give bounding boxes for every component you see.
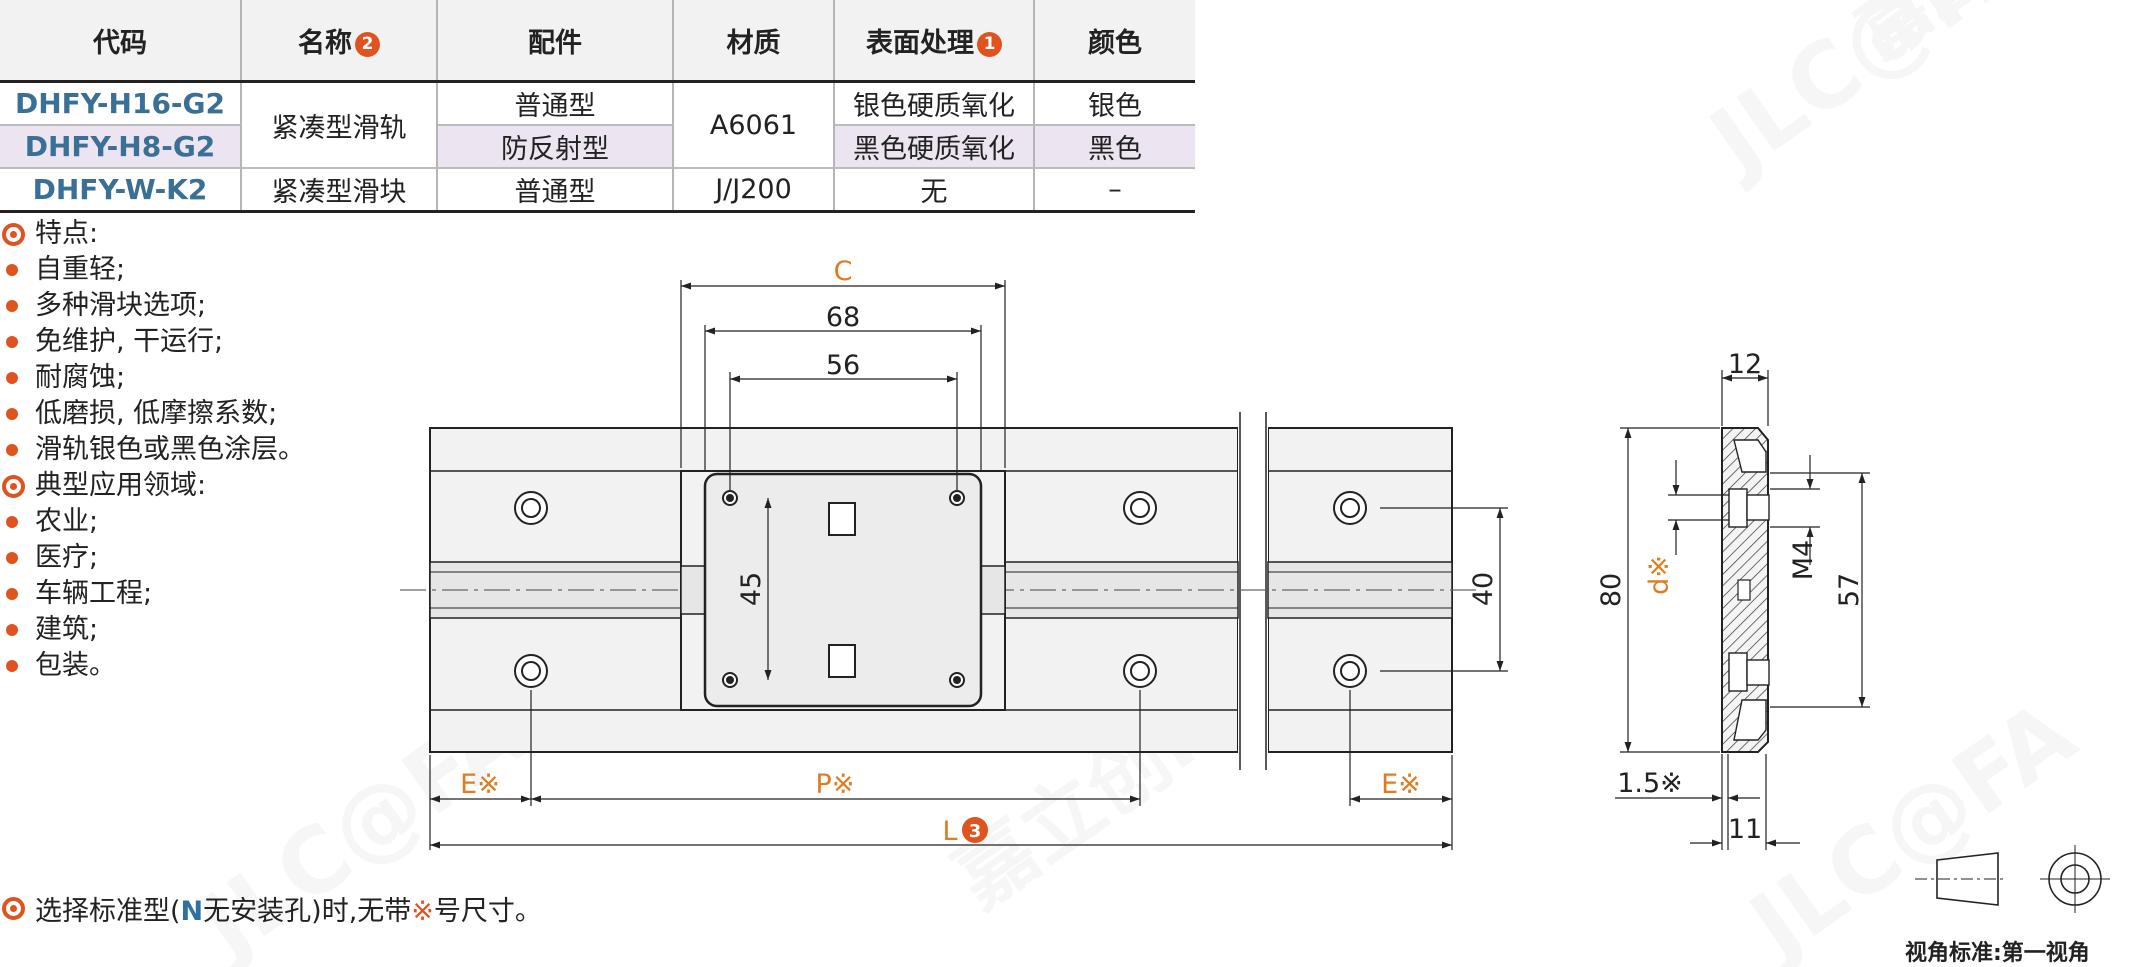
- mounting-hole: [514, 491, 548, 525]
- bullet-icon: [6, 660, 18, 672]
- table-row: DHFY-H8-G2 防反射型 黑色硬质氧化 黑色: [0, 125, 1195, 169]
- cell-color: 银色: [1034, 81, 1195, 126]
- dim-56-label: 56: [826, 350, 860, 381]
- side-57-label: 57: [1834, 573, 1865, 607]
- cell-part: 普通型: [437, 81, 674, 126]
- bullet-icon: [6, 336, 18, 348]
- list-item: 多种滑块选项;: [2, 288, 305, 324]
- header-color: 颜色: [1034, 0, 1195, 83]
- bullet-icon: [6, 588, 18, 600]
- dim-e-left-label: E※: [460, 769, 500, 800]
- slider-slot-icon: [828, 502, 856, 536]
- cell-name: 紧凑型滑块: [241, 168, 438, 213]
- header-material: 材质: [673, 0, 835, 83]
- cell-color: –: [1034, 168, 1195, 213]
- surface-note-badge: 1: [977, 31, 1002, 57]
- mounting-hole: [1123, 654, 1157, 688]
- cell-material: J/J200: [673, 168, 835, 213]
- bullet-icon: [6, 552, 18, 564]
- bullet-icon: [6, 372, 18, 384]
- selection-note: 选择标准型(N无安装孔)时,无带※号尺寸。: [2, 889, 542, 928]
- applications-title: 典型应用领域:: [2, 468, 305, 504]
- side-view-labels: 12 80 d※ M4 57 1.5※ 11: [1596, 349, 1865, 845]
- bullet-icon: [6, 408, 18, 420]
- mounting-hole: [1333, 654, 1367, 688]
- mounting-hole: [1333, 491, 1367, 525]
- features-title: 特点:: [2, 216, 305, 252]
- target-icon: [2, 897, 25, 920]
- cell-material-merged: A6061: [673, 81, 835, 169]
- name-note-badge: 2: [355, 31, 380, 57]
- cell-name-merged: 紧凑型滑轨: [241, 81, 438, 169]
- dim-l-badge-text: 3: [969, 821, 982, 842]
- table-row: DHFY-W-K2 紧凑型滑块 普通型 J/J200 无 –: [0, 168, 1195, 213]
- dim-68-label: 68: [826, 302, 860, 333]
- dim-p-label: P※: [816, 769, 855, 800]
- cell-code: DHFY-W-K2: [0, 168, 242, 213]
- mounting-hole: [514, 654, 548, 688]
- list-item: 车辆工程;: [2, 576, 305, 612]
- slider-plate: [703, 472, 983, 708]
- rail-mounting-holes: [514, 491, 1367, 688]
- side-m4-label: M4: [1788, 540, 1819, 580]
- list-item: 包装。: [2, 648, 305, 684]
- list-item: 农业;: [2, 504, 305, 540]
- dim-45-label: 45: [736, 572, 767, 606]
- cell-code: DHFY-H16-G2: [0, 81, 242, 126]
- dim-c-label: C: [834, 256, 853, 287]
- cell-surface: 银色硬质氧化: [834, 81, 1035, 126]
- list-item: 医疗;: [2, 540, 305, 576]
- rail-side-view: [1721, 427, 1770, 753]
- bullet-icon: [6, 444, 18, 456]
- view-standard-label: 视角标准:第一视角: [1905, 941, 2090, 966]
- dim-l-badge: 3: [962, 817, 988, 843]
- front-view-dimensions: [429, 280, 1508, 850]
- bullet-icon: [6, 264, 18, 276]
- bullet-icon: [6, 624, 18, 636]
- slider-slot-icon: [828, 644, 856, 678]
- note-n-letter: N: [180, 896, 204, 927]
- cell-surface: 黑色硬质氧化: [834, 125, 1035, 169]
- side-11-label: 11: [1728, 814, 1762, 845]
- list-item: 建筑;: [2, 612, 305, 648]
- list-item: 免维护, 干运行;: [2, 324, 305, 360]
- bullet-icon: [6, 516, 18, 528]
- list-item: 耐腐蚀;: [2, 360, 305, 396]
- dim-l-label: L: [942, 816, 957, 847]
- mounting-hole: [1123, 491, 1157, 525]
- side-80-label: 80: [1596, 573, 1627, 607]
- table-row: DHFY-H16-G2 紧凑型滑轨 普通型 A6061 银色硬质氧化 银色: [0, 81, 1195, 169]
- dim-e-right-label: E※: [1381, 769, 1421, 800]
- list-item: 低磨损, 低摩擦系数;: [2, 396, 305, 432]
- header-code: 代码: [0, 0, 242, 83]
- cell-color: 黑色: [1034, 125, 1195, 169]
- bullet-icon: [6, 300, 18, 312]
- note-mark: ※: [411, 896, 434, 927]
- dim-40-label: 40: [1468, 572, 1499, 606]
- list-item: 自重轻;: [2, 252, 305, 288]
- target-icon: [2, 475, 25, 498]
- cell-part: 防反射型: [437, 125, 674, 169]
- feature-list: 特点: 自重轻; 多种滑块选项; 免维护, 干运行; 耐腐蚀; 低磨损, 低摩擦…: [2, 216, 305, 684]
- side-view-dimensions: [1615, 370, 1870, 850]
- side-1-5-label: 1.5※: [1617, 768, 1683, 799]
- cell-surface: 无: [834, 168, 1035, 213]
- target-icon: [2, 223, 25, 246]
- header-part: 配件: [437, 0, 674, 83]
- cell-code: DHFY-H8-G2: [0, 125, 242, 169]
- side-12-label: 12: [1728, 349, 1762, 380]
- cell-part: 普通型: [437, 168, 674, 213]
- side-d-label: d※: [1644, 555, 1675, 595]
- list-item: 滑轨银色或黑色涂层。: [2, 432, 305, 468]
- front-view-labels: C 68 56 45 40 E※ P※ E※ L: [460, 256, 1499, 847]
- first-angle-projection-icon: [1915, 845, 2110, 913]
- svg-text:JLC@FA: JLC@FA: [1727, 681, 2094, 967]
- slider-front-view: [680, 470, 1006, 711]
